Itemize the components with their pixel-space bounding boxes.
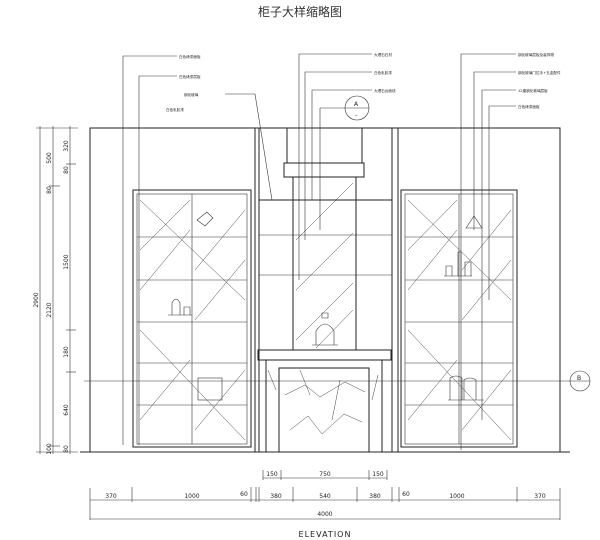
- dim-label: 80: [63, 166, 70, 174]
- dim-label: 540: [319, 493, 331, 500]
- section-marker-a-sub: -: [355, 112, 357, 119]
- callout-label: 白色烤漆面板: [518, 104, 540, 109]
- leader-lines: [122, 53, 516, 450]
- dim-label: 500: [46, 152, 53, 164]
- dim-label: 180: [63, 346, 70, 358]
- section-marker-a: A: [354, 101, 359, 108]
- dim-label: 2120: [46, 302, 53, 317]
- callout-label: 白色乳胶漆: [374, 70, 392, 75]
- fireplace: [257, 127, 392, 453]
- callout-label: 钢化玻璃层板及装饰物: [518, 52, 554, 57]
- dim-label: 100: [46, 443, 53, 455]
- dim-label: 1000: [449, 493, 464, 500]
- callout-label: 白色烤漆面板: [179, 54, 201, 59]
- section-marker-b: B: [577, 375, 581, 382]
- callout-label: 大理石石材: [374, 52, 392, 57]
- section-markers: [84, 95, 591, 392]
- left-glass-cabinet: [132, 189, 252, 448]
- dim-label: 150: [266, 471, 278, 478]
- dim-total-width: 4000: [317, 511, 332, 518]
- dim-label: 370: [105, 493, 117, 500]
- dim-label: 380: [369, 493, 381, 500]
- dim-label: 80: [63, 445, 70, 453]
- callout-label: 钢化玻璃: [184, 92, 199, 97]
- vertical-dimensions: [36, 126, 78, 454]
- dim-label: 380: [270, 493, 282, 500]
- dim-label: 750: [319, 471, 331, 478]
- horizontal-dimensions: [89, 470, 561, 520]
- callout-label: 白色烤漆层板: [179, 74, 201, 79]
- dim-label: 320: [63, 140, 70, 152]
- dim-label: 370: [534, 493, 546, 500]
- drawing-caption: ELEVATION: [299, 530, 352, 539]
- dim-label: 150: [372, 471, 384, 478]
- callout-label: 白色乳胶漆: [166, 107, 184, 112]
- drawing-title: 柜子大样缩略图: [257, 5, 342, 19]
- dim-label: 1500: [63, 254, 70, 269]
- dim-label: 640: [63, 404, 70, 416]
- dim-label: 1000: [184, 493, 199, 500]
- dim-label: 80: [46, 186, 53, 194]
- callout-label: 钢化玻璃门拉手+五金配件: [518, 70, 561, 75]
- dim-label: 60: [240, 491, 248, 498]
- dim-total-height: 2900: [33, 292, 40, 307]
- right-glass-cabinet: [400, 189, 518, 448]
- decor-objects: [168, 211, 484, 401]
- callout-label: 大理石台面线: [374, 88, 396, 93]
- dim-label: 60: [402, 491, 410, 498]
- callout-label: 12厘钢化玻璃层板: [518, 88, 548, 93]
